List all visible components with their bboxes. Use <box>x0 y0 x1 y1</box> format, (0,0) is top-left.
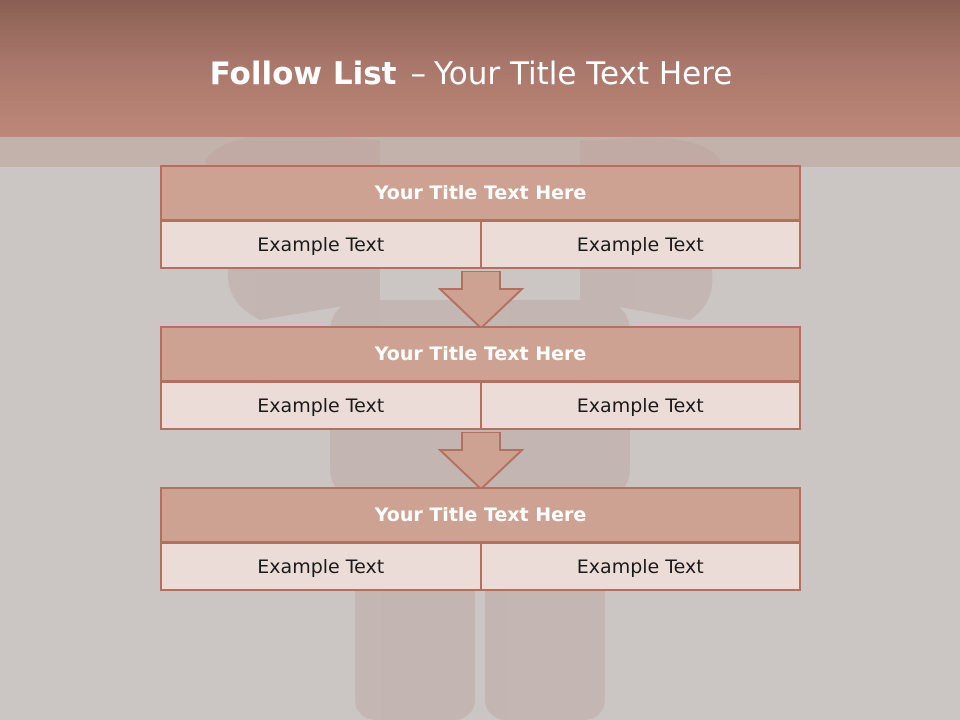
block-cell-left[interactable]: Example Text <box>160 542 482 591</box>
list-block-3: Your Title Text Here Example Text Exampl… <box>160 487 801 591</box>
header-band <box>0 137 960 167</box>
title-rest: Your Title Text Here <box>433 56 733 92</box>
block-cell-right[interactable]: Example Text <box>479 542 801 591</box>
block-title[interactable]: Your Title Text Here <box>160 487 801 543</box>
page-title: Follow List–Your Title Text Here <box>0 56 942 92</box>
block-row: Example Text Example Text <box>160 381 801 430</box>
title-strong: Follow List <box>209 56 397 92</box>
header-banner <box>0 0 960 137</box>
list-block-1: Your Title Text Here Example Text Exampl… <box>160 165 801 269</box>
down-arrow-icon <box>438 271 524 329</box>
block-title[interactable]: Your Title Text Here <box>160 326 801 382</box>
block-row: Example Text Example Text <box>160 542 801 591</box>
title-separator: – <box>410 56 426 92</box>
block-cell-right[interactable]: Example Text <box>479 220 801 269</box>
block-cell-left[interactable]: Example Text <box>160 381 482 430</box>
block-title[interactable]: Your Title Text Here <box>160 165 801 221</box>
list-block-2: Your Title Text Here Example Text Exampl… <box>160 326 801 430</box>
block-cell-left[interactable]: Example Text <box>160 220 482 269</box>
block-row: Example Text Example Text <box>160 220 801 269</box>
block-cell-right[interactable]: Example Text <box>479 381 801 430</box>
down-arrow-icon <box>438 432 524 490</box>
